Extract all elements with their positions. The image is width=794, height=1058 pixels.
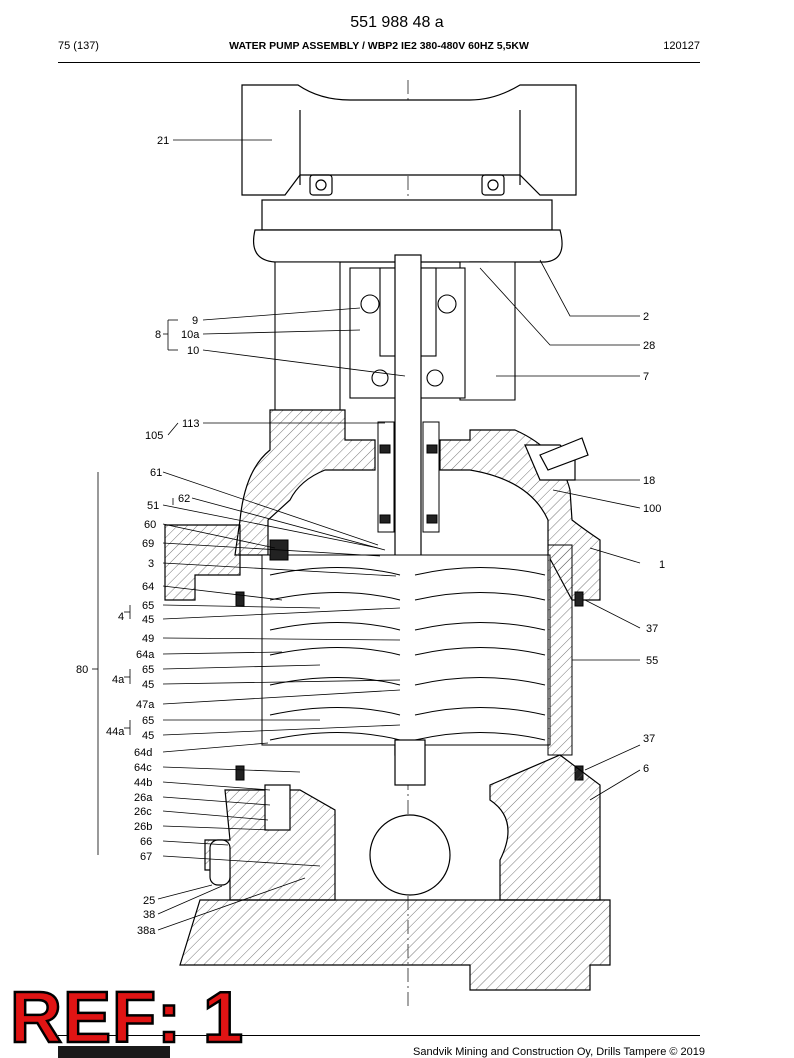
callout-44a: 44a — [106, 726, 125, 738]
callout-80: 80 — [76, 664, 88, 676]
callout-6: 6 — [643, 763, 649, 775]
callout-25: 25 — [143, 895, 155, 907]
callout-26c: 26c — [134, 806, 152, 818]
callout-60: 60 — [144, 519, 156, 531]
callout-105: 105 — [145, 430, 163, 442]
callout-37-lower: 37 — [643, 733, 655, 745]
callout-49: 49 — [142, 633, 154, 645]
callout-1: 1 — [659, 559, 665, 571]
callout-37-upper: 37 — [646, 623, 658, 635]
callout-3: 3 — [148, 558, 154, 570]
callout-44b: 44b — [134, 777, 152, 789]
callout-7: 7 — [643, 371, 649, 383]
callout-113: 113 — [182, 418, 200, 430]
callout-100: 100 — [643, 503, 661, 515]
callout-51: 51 — [147, 500, 159, 512]
callout-26a: 26a — [134, 792, 153, 804]
document-number: 551 988 48 a — [350, 14, 444, 31]
footer-divider — [58, 1035, 700, 1036]
callout-65-upper: 65 — [142, 600, 154, 612]
callout-8: 8 — [155, 329, 161, 341]
copyright-text: Sandvik Mining and Construction Oy, Dril… — [413, 1046, 705, 1058]
callout-64c: 64c — [134, 762, 152, 774]
ref-badge: REF: 1 — [9, 978, 245, 1058]
page-indicator: 75 (137) — [58, 40, 99, 52]
impeller-stack — [235, 539, 584, 781]
callout-4a: 4a — [112, 674, 125, 686]
lower-casing — [179, 739, 611, 991]
motor-housing — [241, 84, 577, 196]
callout-47a: 47a — [136, 699, 155, 711]
callout-64d: 64d — [134, 747, 152, 759]
callout-69: 69 — [142, 538, 154, 550]
mechanical-seal — [377, 421, 440, 533]
callout-55: 55 — [646, 655, 658, 667]
callout-38: 38 — [143, 909, 155, 921]
callout-10: 10 — [187, 345, 199, 357]
callout-18: 18 — [643, 475, 655, 487]
callout-38a: 38a — [137, 925, 156, 937]
callout-4: 4 — [118, 611, 124, 623]
callout-labels: 21 2 28 7 9 8 10a 10 113 105 61 18 51 62… — [76, 135, 665, 937]
callout-45-lower: 45 — [142, 730, 154, 742]
leader-lines — [92, 139, 641, 931]
header-divider — [58, 62, 700, 63]
callout-28: 28 — [643, 340, 655, 352]
callout-64a: 64a — [136, 649, 155, 661]
callout-65-middle: 65 — [142, 664, 154, 676]
callout-21: 21 — [157, 135, 169, 147]
page-title: WATER PUMP ASSEMBLY / WBP2 IE2 380-480V … — [229, 40, 529, 52]
callout-61: 61 — [150, 467, 162, 479]
outer-sleeve — [547, 544, 573, 756]
callout-2: 2 — [643, 311, 649, 323]
callout-64: 64 — [142, 581, 154, 593]
document-code: 120127 — [663, 40, 700, 52]
callout-45-upper: 45 — [142, 614, 154, 626]
callout-9: 9 — [192, 315, 198, 327]
callout-10a: 10a — [181, 329, 200, 341]
callout-67: 67 — [140, 851, 152, 863]
callout-66: 66 — [140, 836, 152, 848]
callout-45-middle: 45 — [142, 679, 154, 691]
motor-flange — [253, 199, 563, 271]
callout-65-lower: 65 — [142, 715, 154, 727]
callout-26b: 26b — [134, 821, 152, 833]
page-header: 75 (137) WATER PUMP ASSEMBLY / WBP2 IE2 … — [58, 40, 700, 56]
callout-62: 62 — [178, 493, 190, 505]
